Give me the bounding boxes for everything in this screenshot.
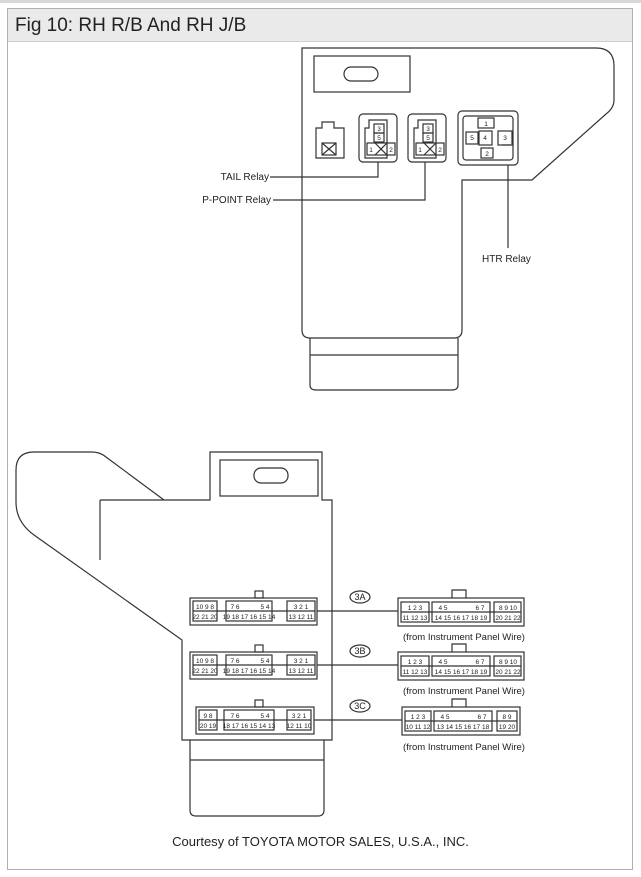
p-point-relay-label: P-POINT Relay [202, 195, 271, 206]
relay-block-outline [301, 47, 615, 391]
wire-3a-bottom-group-2: 14 15 16 17 18 19 [435, 615, 488, 622]
tail-relay-leader [270, 162, 379, 178]
jb-3a-bottom-group-2: 19 18 17 16 15 14 [223, 614, 276, 621]
wire-3c-top-group-2: 4 5 [440, 714, 449, 721]
jb-3c-bottom-group-1: 20 19 [200, 723, 217, 730]
jb-3a-top-group-3: 5 4 [260, 604, 269, 611]
htr-relay-pin-1: 1 [484, 121, 488, 128]
wire-connector-3c [401, 698, 521, 736]
callout-3c [349, 699, 371, 713]
wire-3c-bottom-group-1: 10 11 12 [406, 724, 431, 731]
htr-relay-pin-3: 3 [503, 135, 507, 142]
htr-relay-label: HTR Relay [482, 254, 531, 265]
jb-3c-bottom-group-3: 12 11 10 [287, 723, 312, 730]
wire-3b-bottom-group-3: 20 21 22 [495, 669, 521, 676]
jb-3b-bottom-group-3: 13 12 11 [289, 668, 314, 675]
wire-3a-bottom-group-1: 11 12 13 [403, 615, 428, 622]
wire-3b-top-group-3: 6 7 [475, 659, 484, 666]
jb-3c-top-group-1: 9 8 [203, 713, 212, 720]
figure-title-bar: Fig 10: RH R/B And RH J/B [8, 9, 632, 42]
tail-relay-socket [358, 113, 398, 163]
p-point-relay-pin-5: 5 [426, 135, 430, 142]
junction-block-outline [15, 451, 333, 817]
wire-3c-top-group-3: 6 7 [477, 714, 486, 721]
wire-3a-top-group-3: 6 7 [475, 605, 484, 612]
htr-relay-pin-5: 5 [470, 135, 474, 142]
wire-3c-bottom-group-3: 19 20 [499, 724, 516, 731]
connector-3b-source: (from Instrument Panel Wire) [403, 686, 525, 697]
jb-3b-top-group-1: 10 9 8 [196, 658, 214, 665]
htr-relay-pin-2: 2 [485, 151, 489, 158]
junction-block-label-window [219, 459, 319, 497]
jb-3a-bottom-group-3: 13 12 11 [289, 614, 314, 621]
wire-3b-top-group-4: 8 9 10 [499, 659, 517, 666]
p-point-relay-pin-2: 2 [438, 147, 442, 154]
connector-3c-source: (from Instrument Panel Wire) [403, 742, 525, 753]
wire-3b-top-group-1: 1 2 3 [408, 659, 423, 666]
jb-3a-bottom-group-1: 22 21 20 [192, 614, 218, 621]
jb-3b-bottom-group-1: 22 21 20 [192, 668, 218, 675]
jb-3b-top-group-4: 3 2 1 [294, 658, 309, 665]
wire-connector-3a [397, 589, 525, 627]
tail-relay-pin-1: 1 [369, 147, 373, 154]
jb-3c-top-group-4: 3 2 1 [292, 713, 307, 720]
wire-3c-top-group-1: 1 2 3 [411, 714, 426, 721]
callout-3b [349, 644, 371, 658]
top-rule [0, 0, 641, 3]
wire-3b-top-group-2: 4 5 [438, 659, 447, 666]
relay-block-label-window [313, 55, 411, 93]
junction-block-latch [253, 467, 289, 484]
p-point-relay-pin-1: 1 [418, 147, 422, 154]
tail-relay-pin-3: 3 [377, 126, 381, 133]
figure-title: Fig 10: RH R/B And RH J/B [15, 15, 247, 36]
tail-relay-pin-2: 2 [389, 147, 393, 154]
callout-3b-label: 3B [354, 646, 365, 656]
jb-3b-top-group-2: 7 6 [230, 658, 239, 665]
callout-3a-label: 3A [354, 592, 365, 602]
jb-3b-bottom-group-2: 19 18 17 16 15 14 [223, 668, 276, 675]
jb-3c-top-group-2: 7 6 [230, 713, 239, 720]
callout-3c-label: 3C [354, 701, 366, 711]
wire-3c-bottom-group-2: 13 14 15 16 17 18 [437, 724, 490, 731]
p-point-relay-leader [273, 162, 426, 201]
relay-block-latch [343, 66, 379, 82]
jb-3a-top-group-1: 10 9 8 [196, 604, 214, 611]
wire-connector-3b [397, 643, 525, 681]
htr-relay-pin-4: 4 [483, 135, 487, 142]
htr-relay-socket [457, 110, 519, 166]
wire-3a-top-group-4: 8 9 10 [499, 605, 517, 612]
wire-3a-bottom-group-3: 20 21 22 [495, 615, 521, 622]
jb-3b-top-group-3: 5 4 [260, 658, 269, 665]
tail-relay-pin-5: 5 [377, 135, 381, 142]
p-point-relay-pin-3: 3 [426, 126, 430, 133]
connector-3a-source: (from Instrument Panel Wire) [403, 632, 525, 643]
figure-frame [7, 8, 633, 870]
wire-3c-top-group-4: 8 9 [502, 714, 511, 721]
jb-3a-top-group-2: 7 6 [230, 604, 239, 611]
jb-3c-bottom-group-2: 18 17 16 15 14 13 [223, 723, 276, 730]
p-point-relay-socket [407, 113, 447, 163]
relay-socket-1 [315, 121, 345, 159]
wire-3a-top-group-1: 1 2 3 [408, 605, 423, 612]
figure-credit: Courtesy of TOYOTA MOTOR SALES, U.S.A., … [172, 834, 469, 849]
tail-relay-label: TAIL Relay [221, 172, 269, 183]
callout-3a [349, 590, 371, 604]
wire-3b-bottom-group-1: 11 12 13 [403, 669, 428, 676]
wire-3a-top-group-2: 4 5 [438, 605, 447, 612]
jb-3a-top-group-4: 3 2 1 [294, 604, 309, 611]
jb-3c-top-group-3: 5 4 [260, 713, 269, 720]
wire-3b-bottom-group-2: 14 15 16 17 18 19 [435, 669, 488, 676]
